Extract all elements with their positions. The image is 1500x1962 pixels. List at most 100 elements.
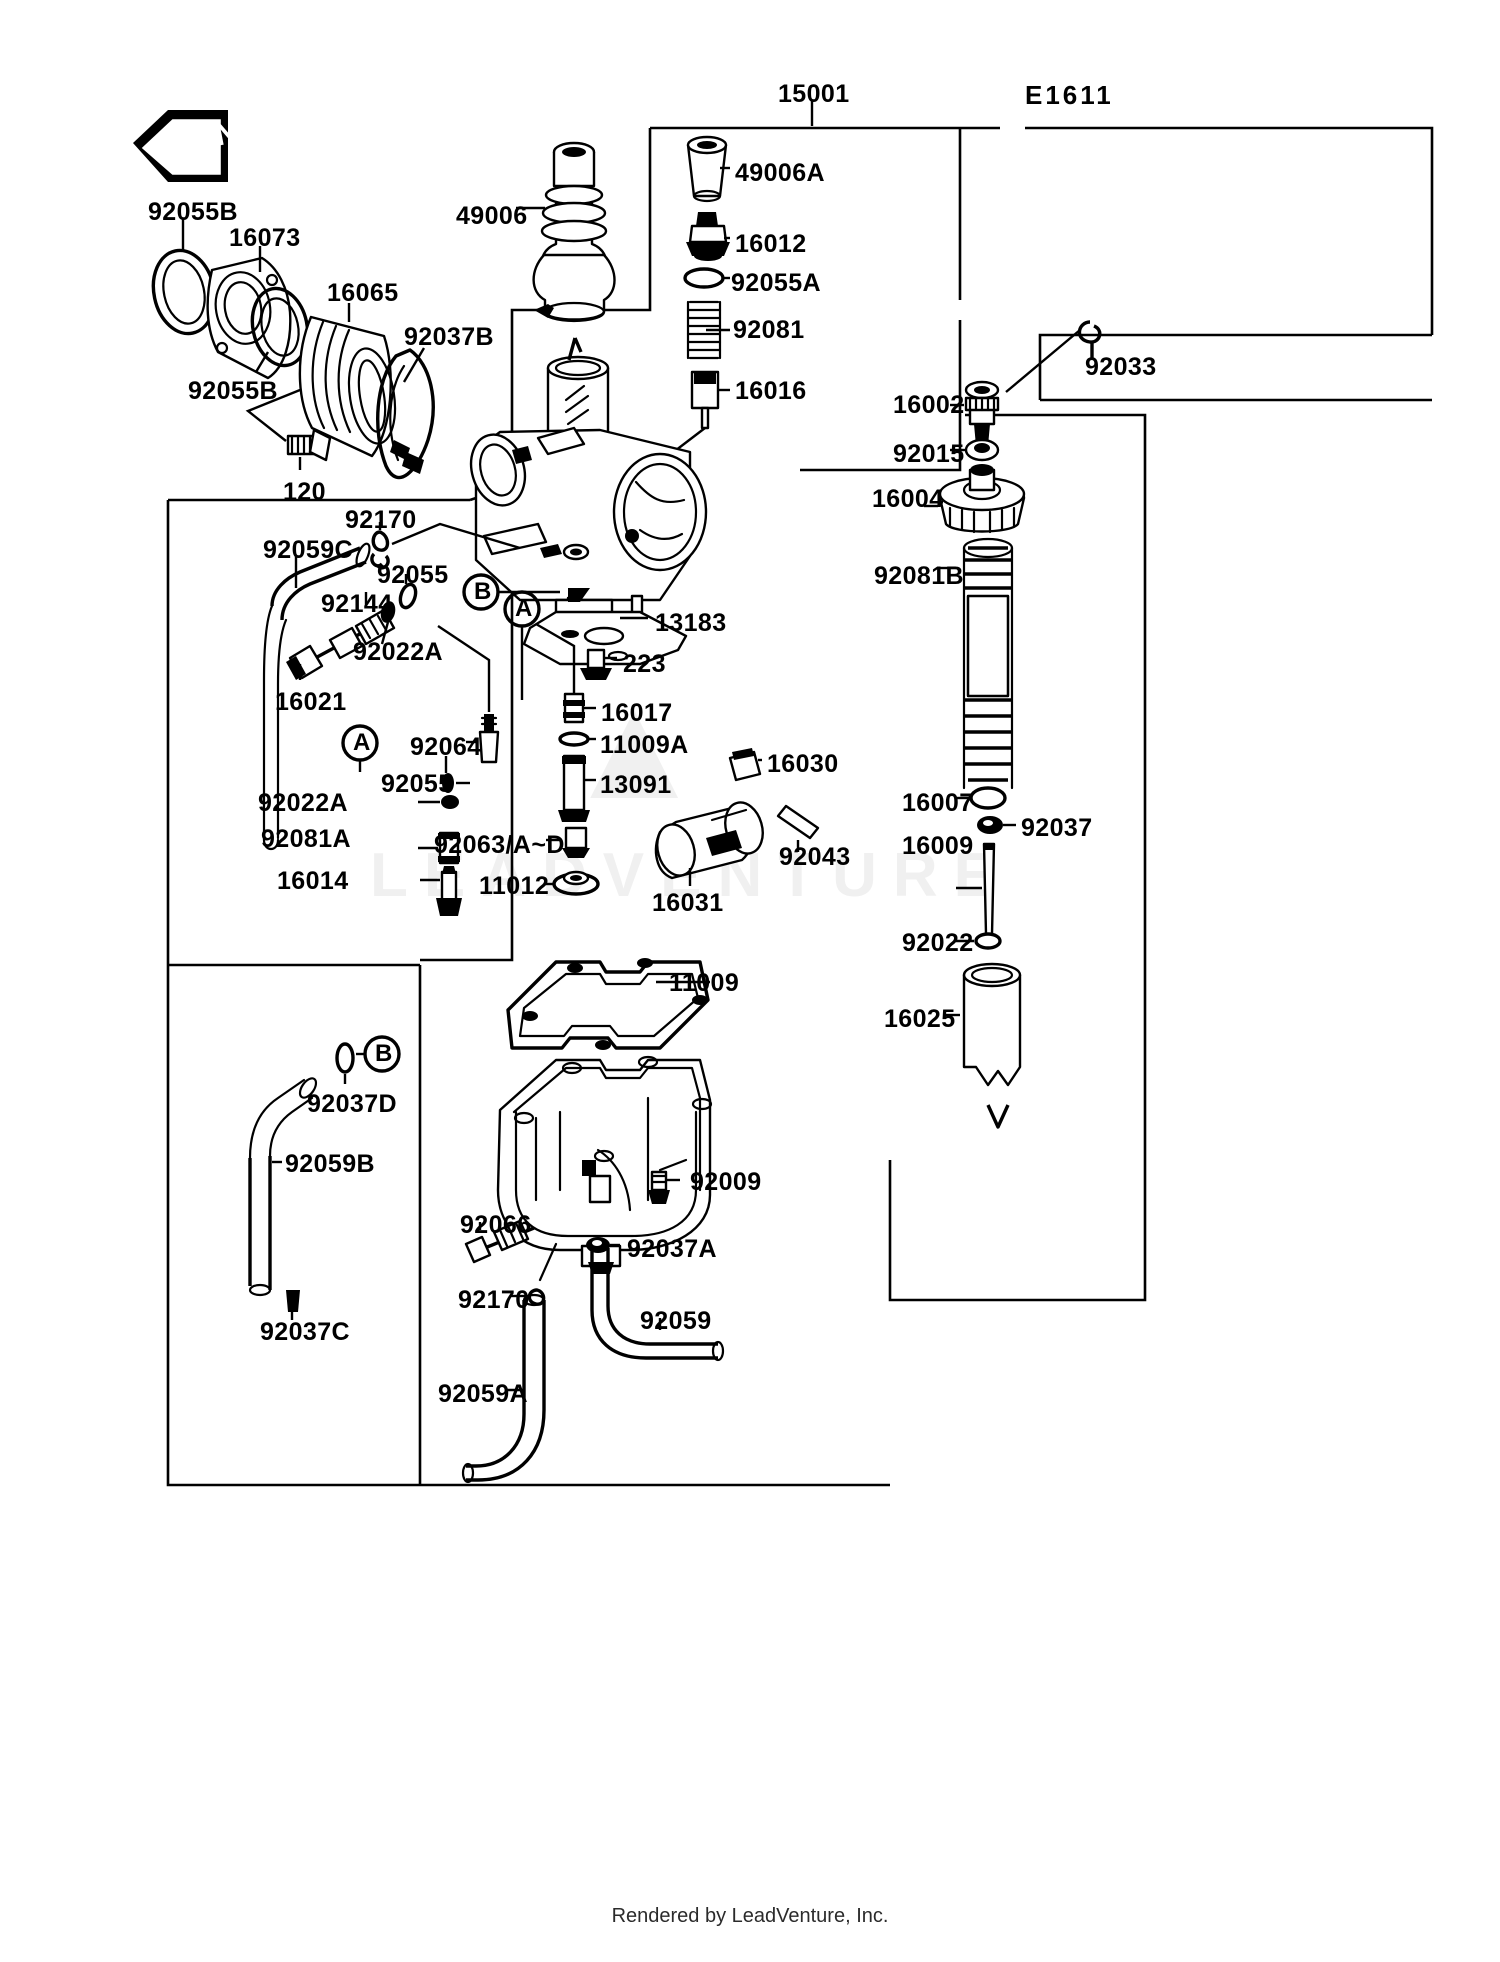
callout-16021[interactable]: 16021: [275, 688, 347, 716]
callout-92055-low[interactable]: 92055: [381, 770, 453, 798]
ref-letter-a-2: A: [353, 729, 371, 756]
front-marker: FRONT: [130, 105, 257, 180]
front-arrow-badge: [133, 110, 228, 182]
callout-92037A[interactable]: 92037A: [627, 1235, 717, 1263]
callout-92037B[interactable]: 92037B: [404, 323, 494, 351]
callout-92055[interactable]: 92055: [377, 561, 449, 589]
callout-92037C[interactable]: 92037C: [260, 1318, 350, 1346]
part-92055A: [683, 267, 730, 289]
callout-92081A[interactable]: 92081A: [261, 825, 351, 853]
callout-92037D[interactable]: 92037D: [307, 1090, 397, 1118]
part-92037D: [335, 1042, 355, 1084]
callout-92170[interactable]: 92170: [345, 506, 417, 534]
callout-16009[interactable]: 16009: [902, 832, 974, 860]
part-16012: [686, 212, 730, 261]
callout-13091[interactable]: 13091: [600, 771, 672, 799]
ref-letter-b-1: B: [474, 578, 492, 605]
callout-16007[interactable]: 16007: [902, 789, 974, 817]
part-92066: [464, 1219, 535, 1264]
part-92059: [590, 1248, 725, 1362]
ref-letter-a-1: A: [515, 595, 533, 622]
callout-16004[interactable]: 16004: [872, 485, 944, 513]
callout-92064[interactable]: 92064: [410, 733, 482, 761]
part-16004: [924, 464, 1026, 534]
callout-11009A[interactable]: 11009A: [600, 731, 689, 759]
callout-92055A[interactable]: 92055A: [731, 269, 821, 297]
part-92037B: [376, 347, 435, 480]
callout-92063[interactable]: 92063/A~D: [434, 831, 565, 859]
callout-92022A-low[interactable]: 92022A: [258, 789, 348, 817]
ref-letter-b-2: B: [375, 1040, 393, 1067]
part-49006: [516, 141, 616, 323]
callout-11012[interactable]: 11012: [479, 872, 550, 900]
part-92022A-low: [418, 795, 459, 809]
callout-92022[interactable]: 92022: [902, 929, 974, 957]
part-92063: [546, 826, 590, 858]
callout-16002[interactable]: 16002: [893, 391, 965, 419]
callout-120[interactable]: 120: [283, 478, 326, 506]
part-16014: [420, 866, 462, 916]
part-92059C: [262, 542, 371, 851]
part-92022-r: [956, 932, 1002, 950]
callout-92055B-bottom[interactable]: 92055B: [188, 377, 278, 405]
callout-92009[interactable]: 92009: [690, 1168, 762, 1196]
callout-92066[interactable]: 92066: [460, 1211, 532, 1239]
callout-92081[interactable]: 92081: [733, 316, 805, 344]
callout-92144[interactable]: 92144: [321, 590, 393, 618]
part-92055-mid: [398, 574, 418, 610]
part-13183: [522, 610, 688, 666]
part-92055-low: [442, 756, 470, 793]
callout-13183[interactable]: 13183: [655, 609, 727, 637]
callout-16073[interactable]: 16073: [229, 224, 301, 252]
part-92059B: [248, 1077, 318, 1297]
callout-92043[interactable]: 92043: [779, 843, 851, 871]
ref-circles: [341, 573, 560, 1073]
callout-223[interactable]: 223: [623, 650, 666, 678]
callout-16025[interactable]: 16025: [884, 1005, 956, 1033]
callout-16031[interactable]: 16031: [652, 889, 724, 917]
arrow-mark-top: [567, 337, 583, 361]
part-92037C: [286, 1290, 300, 1320]
part-120: [245, 388, 332, 470]
footer-credit: Rendered by LeadVenture, Inc.: [611, 1905, 889, 1927]
callout-92059C[interactable]: 92059C: [263, 536, 353, 564]
callout-92059B[interactable]: 92059B: [285, 1150, 375, 1178]
callout-92081B[interactable]: 92081B: [874, 562, 964, 590]
part-16073: [206, 246, 292, 380]
part-13091: [558, 754, 596, 822]
part-16030: [728, 748, 762, 782]
callout-92170-bottom[interactable]: 92170: [458, 1286, 530, 1314]
part-16065: [298, 303, 397, 458]
callout-49006A[interactable]: 49006A: [735, 159, 825, 187]
callout-92015[interactable]: 92015: [893, 440, 965, 468]
callout-92033[interactable]: 92033: [1085, 353, 1157, 381]
part-92055B-bottom: [250, 286, 310, 373]
callout-16016[interactable]: 16016: [735, 377, 807, 405]
callout-16012[interactable]: 16012: [735, 230, 807, 258]
part-carburetor-body: [469, 355, 708, 640]
callout-92059[interactable]: 92059: [640, 1307, 712, 1335]
part-92064: [437, 625, 500, 764]
part-92170: [370, 522, 521, 570]
part-11009A: [558, 731, 596, 747]
callout-92059A[interactable]: 92059A: [438, 1380, 528, 1408]
callout-11009[interactable]: 11009: [669, 969, 740, 997]
callout-16014[interactable]: 16014: [277, 867, 349, 895]
part-92022A-mid: [380, 601, 396, 645]
part-92015: [950, 438, 1000, 462]
callout-92022A[interactable]: 92022A: [353, 638, 443, 666]
callout-16017[interactable]: 16017: [601, 699, 673, 727]
assembly-number-label: 15001: [778, 80, 850, 108]
part-16025: [944, 962, 1022, 1129]
part-92033: [1005, 320, 1102, 393]
callout-92055B-top[interactable]: 92055B: [148, 198, 238, 226]
part-11012: [544, 870, 600, 896]
callout-16065[interactable]: 16065: [327, 279, 399, 307]
callout-16030[interactable]: 16030: [767, 750, 839, 778]
part-92081A: [418, 831, 460, 865]
callout-92037[interactable]: 92037: [1021, 814, 1093, 842]
part-16017: [535, 622, 596, 724]
callout-49006[interactable]: 49006: [456, 202, 528, 230]
